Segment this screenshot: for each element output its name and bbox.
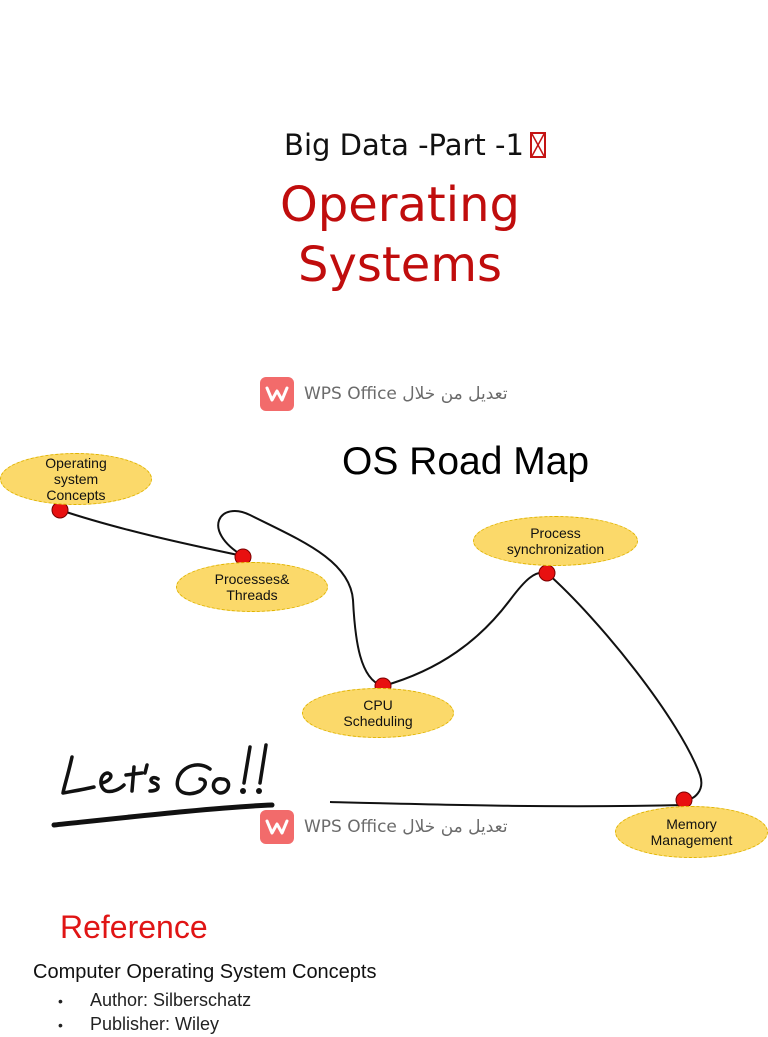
wps-watermark: WPS Office تعديل من خلال xyxy=(260,810,508,844)
wps-watermark: WPS Office تعديل من خلال xyxy=(260,377,508,411)
node-label: Processes& xyxy=(214,571,290,587)
subtitle: Big Data -Part -1 xyxy=(0,128,768,162)
node-label: Concepts xyxy=(46,487,106,503)
node-label: Process xyxy=(530,525,581,541)
reference-list: Author: Silberschatz Publisher: Wiley xyxy=(58,988,251,1036)
page-title: Operating Systems xyxy=(0,175,768,295)
node-processes-threads: Processes& Threads xyxy=(176,562,328,612)
wps-office-logo-icon xyxy=(260,810,294,844)
pin-sync xyxy=(538,564,556,582)
node-label: Operating xyxy=(45,455,107,471)
title-line-1: Operating xyxy=(280,177,520,233)
wps-watermark-text: WPS Office تعديل من خلال xyxy=(304,817,508,837)
reference-book-title: Computer Operating System Concepts xyxy=(33,961,377,983)
node-label: system xyxy=(53,471,99,487)
node-label: synchronization xyxy=(506,541,605,557)
node-os-concepts: Operating system Concepts xyxy=(0,453,152,505)
reference-item: Publisher: Wiley xyxy=(58,1012,251,1036)
wps-watermark-text: WPS Office تعديل من خلال xyxy=(304,384,508,404)
subtitle-text: Big Data -Part -1 xyxy=(284,128,524,162)
wps-office-logo-icon xyxy=(260,377,294,411)
title-line-2: Systems xyxy=(298,237,502,293)
lets-go-handwriting xyxy=(51,743,275,828)
node-label: Memory xyxy=(666,816,717,832)
node-label: Threads xyxy=(226,587,278,603)
node-process-sync: Process synchronization xyxy=(473,516,638,566)
node-label: CPU xyxy=(363,697,393,713)
node-cpu-scheduling: CPU Scheduling xyxy=(302,688,454,738)
node-label: Scheduling xyxy=(343,713,413,729)
node-memory-management: Memory Management xyxy=(615,806,768,858)
reference-title: Reference xyxy=(60,909,208,945)
roadmap-title: OS Road Map xyxy=(342,440,590,483)
node-label: Management xyxy=(650,832,733,848)
missing-glyph-icon xyxy=(529,132,546,158)
reference-item: Author: Silberschatz xyxy=(58,988,251,1012)
